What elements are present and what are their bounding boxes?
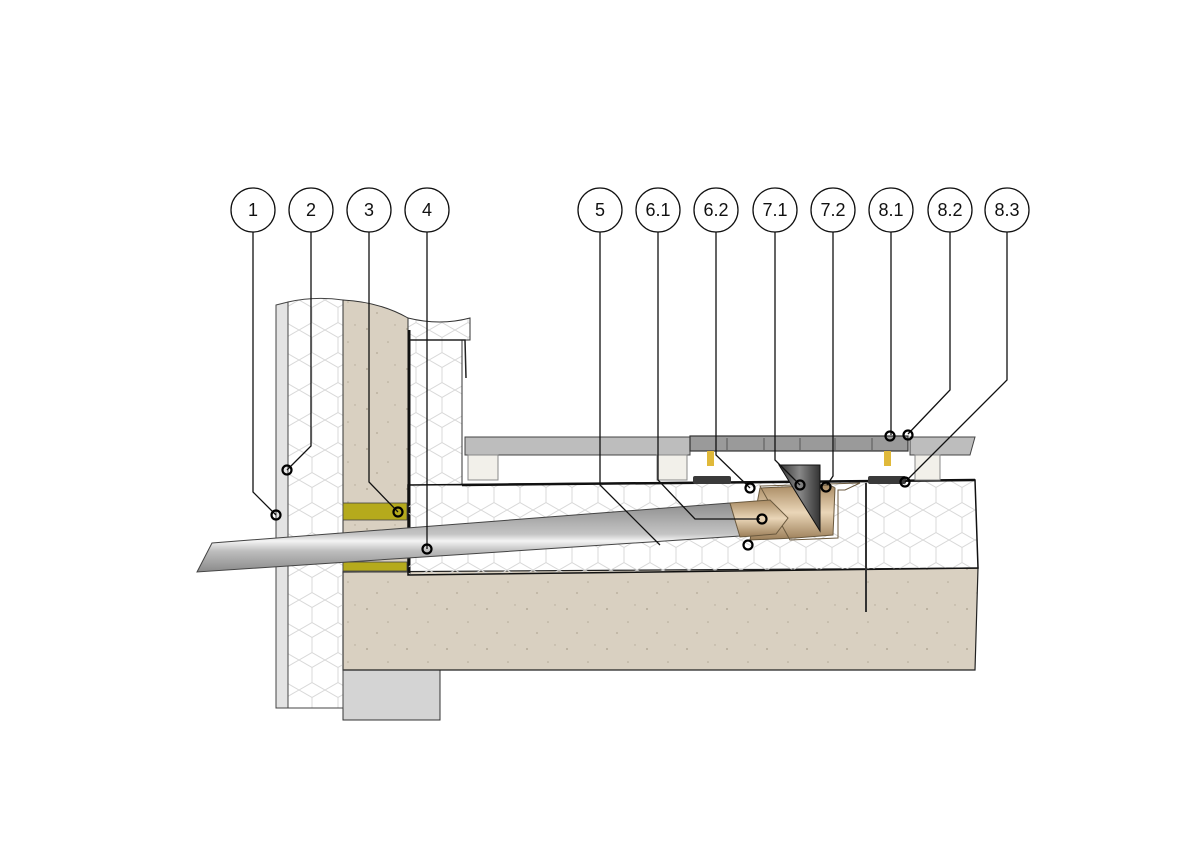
concrete-slab [342, 567, 979, 671]
callout-6-1: 6.1 [635, 187, 681, 233]
callout-5: 5 [577, 187, 623, 233]
svg-text:3: 3 [364, 200, 374, 220]
tile-pedestal [467, 454, 499, 481]
svg-text:8.1: 8.1 [878, 200, 903, 220]
svg-text:5: 5 [595, 200, 605, 220]
drain-flange [759, 482, 861, 541]
callout-7-2: 7.2 [810, 187, 856, 233]
callout-8-1: 8.1 [868, 187, 914, 233]
support-column [342, 667, 441, 721]
floor-tile-right [909, 436, 976, 456]
callout-6-2: 6.2 [693, 187, 739, 233]
flashing-profile [410, 339, 467, 379]
svg-text:6.1: 6.1 [645, 200, 670, 220]
floor-tile-left [464, 436, 691, 456]
callout-8-2: 8.2 [927, 187, 973, 233]
upstand-insulation [407, 317, 471, 486]
svg-text:7.2: 7.2 [820, 200, 845, 220]
callout-4: 4 [404, 187, 450, 233]
leader-lines [252, 232, 1008, 549]
leveling-foot [868, 476, 906, 484]
leader-points [270, 429, 914, 555]
adjustment-screw [707, 451, 714, 466]
callout-7-1: 7.1 [752, 187, 798, 233]
drain-odour-trap [778, 464, 821, 533]
svg-text:8.2: 8.2 [937, 200, 962, 220]
svg-text:1: 1 [248, 200, 258, 220]
adjustment-screw [884, 451, 891, 466]
svg-text:4: 4 [422, 200, 432, 220]
svg-text:6.2: 6.2 [703, 200, 728, 220]
grate-slots [726, 438, 873, 450]
svg-text:2: 2 [306, 200, 316, 220]
callout-1: 1 [230, 187, 276, 233]
callout-3: 3 [346, 187, 392, 233]
svg-text:7.1: 7.1 [762, 200, 787, 220]
callout-2: 2 [288, 187, 334, 233]
seal-band [342, 502, 408, 521]
drain-channel-grate [689, 435, 909, 452]
wall-insulation [287, 297, 344, 709]
leveling-foot [693, 476, 731, 484]
seal-band-lower [342, 561, 408, 572]
svg-text:8.3: 8.3 [994, 200, 1019, 220]
tile-pedestal [656, 454, 688, 481]
render-layer [275, 301, 289, 709]
callout-8-3: 8.3 [984, 187, 1030, 233]
